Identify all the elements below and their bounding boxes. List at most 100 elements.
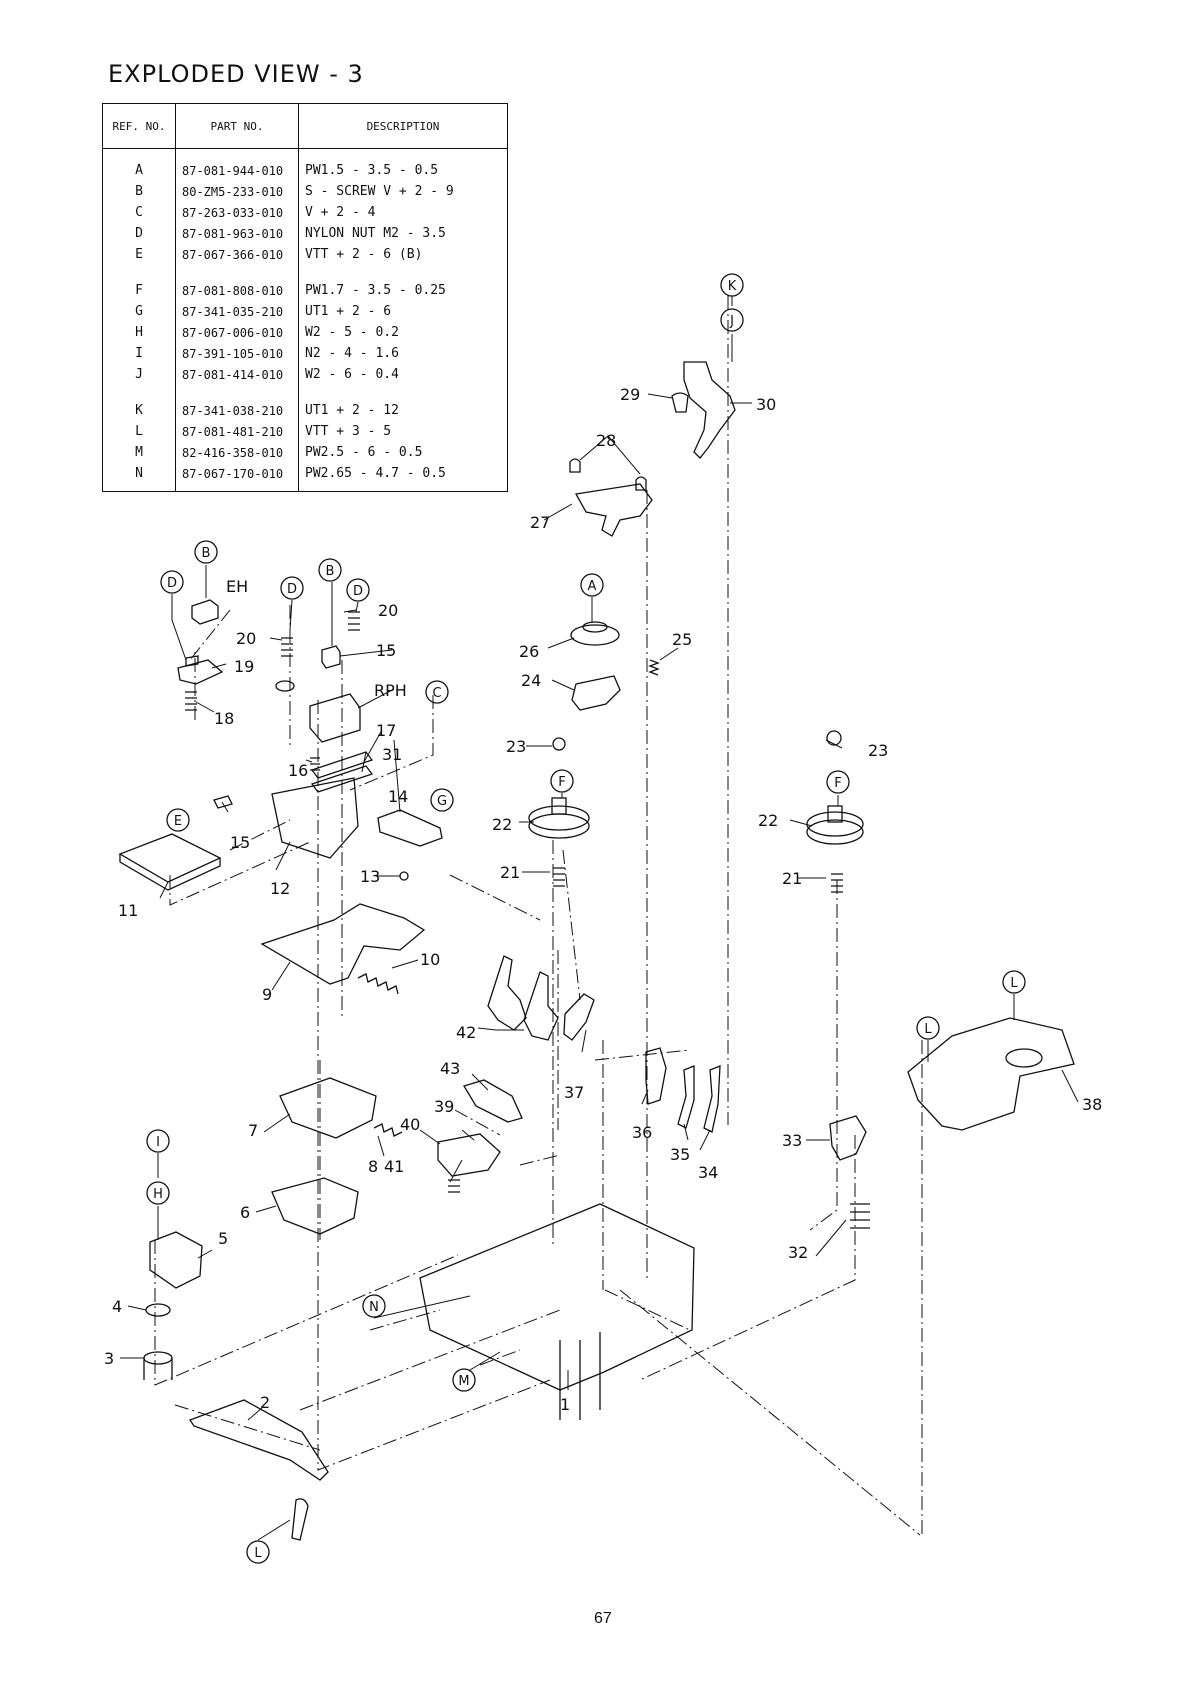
callout-M [452, 1368, 476, 1392]
label-5: 5 [218, 1229, 228, 1248]
label-23-right: 23 [868, 741, 888, 760]
part-31-plate [310, 765, 374, 793]
assembly-guide-lines [154, 296, 923, 1536]
svg-text:K: K [728, 279, 737, 294]
callout-A [580, 573, 604, 597]
svg-text:L: L [924, 1022, 932, 1037]
description-cell: UT1 + 2 - 6 [298, 301, 508, 322]
part-d-washer [275, 680, 295, 692]
label-24: 24 [521, 671, 541, 690]
part-no-cell: 87-341-035-210 [175, 301, 299, 322]
part-33-clamp [829, 1115, 867, 1161]
callout-K [720, 273, 744, 297]
svg-text:I: I [156, 1135, 160, 1150]
table-header-row: REF. NO. PART NO. DESCRIPTION [102, 103, 508, 149]
part-no-cell: 82-416-358-010 [175, 442, 299, 463]
svg-text:M: M [458, 1374, 469, 1389]
header-description: DESCRIPTION [298, 103, 508, 149]
part-14-bracket [377, 809, 443, 847]
svg-text:L: L [254, 1546, 262, 1561]
callout-I [146, 1129, 170, 1153]
label-14: 14 [388, 787, 408, 806]
part-23-cap-left [552, 737, 566, 751]
part-13-ball [399, 871, 409, 881]
part-rph-head [309, 693, 361, 743]
part-20-spring-b [348, 611, 360, 631]
part-10-spring [357, 973, 399, 995]
callout-C [425, 680, 449, 704]
part-41-spring [448, 1179, 460, 1193]
label-43: 43 [440, 1059, 460, 1078]
label-4: 4 [112, 1297, 122, 1316]
svg-text:E: E [174, 814, 182, 829]
callout-J [720, 308, 744, 332]
label-28: 28 [596, 431, 616, 450]
label-26: 26 [519, 642, 539, 661]
description-cell: PW2.65 - 4.7 - 0.5 [298, 463, 508, 492]
part-21-spring-right [831, 873, 843, 893]
description-cell: VTT + 3 - 5 [298, 421, 508, 442]
label-15-b: 15 [230, 833, 250, 852]
description-cell: W2 - 6 - 0.4 [298, 364, 508, 385]
description-cell: N2 - 4 - 1.6 [298, 343, 508, 364]
part-25-spring [648, 659, 660, 676]
description-cell: VTT + 2 - 6 (B) [298, 244, 508, 265]
description-cell: PW1.7 - 3.5 - 0.25 [298, 265, 508, 301]
callout-N [362, 1294, 386, 1318]
label-42: 42 [456, 1023, 476, 1042]
label-33: 33 [782, 1131, 802, 1150]
description-cell: PW1.5 - 3.5 - 0.5 [298, 148, 508, 181]
part-15-block [321, 645, 341, 669]
part-18-spring [185, 691, 197, 711]
callout-G [430, 788, 454, 812]
callout-B-2 [318, 558, 342, 582]
callout-D-1 [160, 570, 184, 594]
label-12: 12 [270, 879, 290, 898]
label-16: 16 [288, 761, 308, 780]
description-cell: UT1 + 2 - 12 [298, 385, 508, 421]
svg-text:N: N [369, 1300, 379, 1315]
callout-E [166, 808, 190, 832]
label-22-left: 22 [492, 815, 512, 834]
part-no-cell: 87-067-366-010 [175, 244, 299, 265]
svg-text:B: B [326, 564, 335, 579]
part-22-pulley-right [806, 819, 864, 845]
label-3: 3 [104, 1349, 114, 1368]
part-no-cell: 87-391-105-010 [175, 343, 299, 364]
part-3-spring [143, 1351, 173, 1365]
svg-text:D: D [353, 584, 363, 599]
label-20-b: 20 [378, 601, 398, 620]
label-13: 13 [360, 867, 380, 886]
callout-B-1 [194, 540, 218, 564]
label-41: 41 [384, 1157, 404, 1176]
callout-L-1 [1002, 970, 1026, 994]
callout-D-2 [280, 576, 304, 600]
part-number-labels: 29 30 28 27 26 25 24 23 23 22 22 21 21 2… [104, 385, 1102, 1414]
description-cell: NYLON NUT M2 - 3.5 [298, 223, 508, 244]
label-6: 6 [240, 1203, 250, 1222]
part-29-pin [671, 392, 689, 413]
svg-text:C: C [432, 686, 441, 701]
part-no-cell: 87-067-006-010 [175, 322, 299, 343]
label-9: 9 [262, 985, 272, 1004]
part-36-latch [645, 1047, 667, 1105]
label-18: 18 [214, 709, 234, 728]
label-2: 2 [260, 1393, 270, 1412]
label-34: 34 [698, 1163, 718, 1182]
ref-cell: A [102, 148, 176, 181]
part-27-bracket [574, 483, 653, 537]
callout-circles [146, 273, 1026, 1564]
label-22-right: 22 [758, 811, 778, 830]
part-19-bracket [177, 659, 224, 685]
